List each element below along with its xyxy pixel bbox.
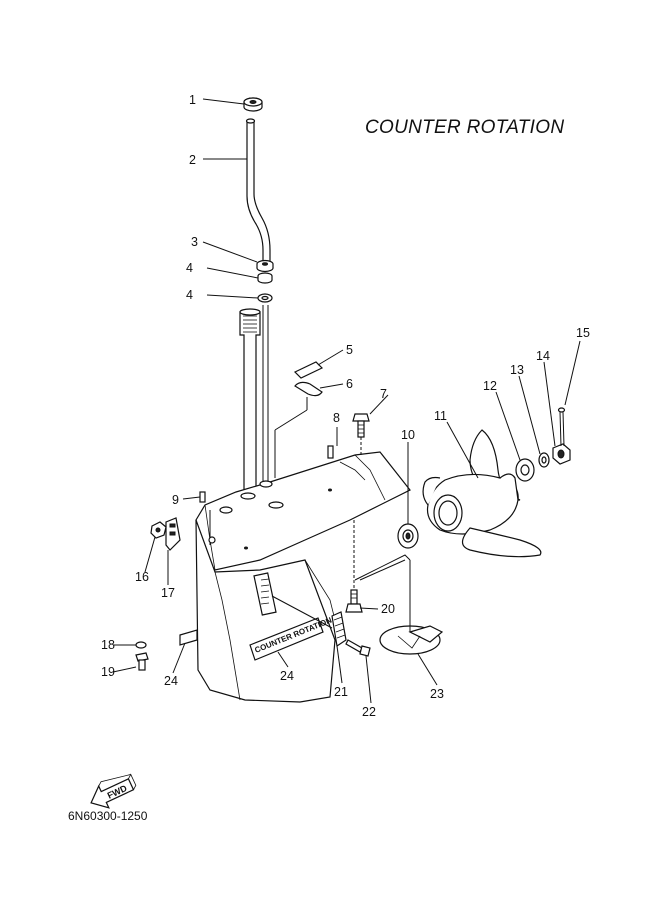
drive-shaft xyxy=(239,305,269,501)
callout-24-right: 24 xyxy=(280,669,294,683)
callout-2: 2 xyxy=(189,153,196,167)
callout-11: 17 xyxy=(161,586,175,600)
callout-23: 11 xyxy=(434,409,447,423)
callout-17: 4 xyxy=(186,261,193,275)
callout-4-left: 9 xyxy=(172,493,179,507)
keys-8-9 xyxy=(274,361,324,478)
callout-labels: 1 2 3 4 4 5 6 7 8 9 10 11 12 13 14 15 16… xyxy=(101,93,590,719)
cotter-pin-22 xyxy=(557,407,566,447)
callout-20: 13 xyxy=(510,363,524,377)
callout-4-upper: 8 xyxy=(333,411,340,425)
callout-5: 19 xyxy=(101,665,115,679)
callout-12: 22 xyxy=(362,705,376,719)
bolt-7 xyxy=(345,520,363,613)
screw-12 xyxy=(345,639,371,657)
callout-19: 12 xyxy=(483,379,497,393)
callout-14: 23 xyxy=(430,687,444,701)
callout-24-left: 24 xyxy=(164,674,178,688)
washer-20 xyxy=(538,452,550,468)
diagram-title: COUNTER ROTATION xyxy=(365,117,564,138)
callout-10: 21 xyxy=(334,685,348,699)
pin-4-left xyxy=(199,491,206,503)
callout-1: 3 xyxy=(191,235,198,249)
callout-6: 18 xyxy=(101,638,115,652)
nut-21 xyxy=(552,443,571,465)
trim-tab-14 xyxy=(379,560,444,655)
callout-3: 1 xyxy=(189,93,196,107)
pin-4-upper xyxy=(327,445,334,459)
callout-18: 10 xyxy=(401,428,415,442)
callout-16: 4 xyxy=(186,288,193,302)
leader-lines xyxy=(112,98,581,704)
washer-6 xyxy=(135,641,147,649)
callout-21: 14 xyxy=(536,349,550,363)
callout-22: 15 xyxy=(576,326,590,340)
callout-13: 16 xyxy=(135,570,149,584)
figure-code: 6N60300-1250 xyxy=(68,809,148,823)
callout-15: 7 xyxy=(380,387,387,401)
bracket-11 xyxy=(165,517,181,575)
nut-13 xyxy=(150,521,167,539)
lower-casing: COUNTER ROTATION xyxy=(179,451,411,703)
spacer-19 xyxy=(515,458,535,482)
anode-10 xyxy=(331,611,347,648)
propeller-23 xyxy=(422,429,542,558)
callout-7: 20 xyxy=(381,602,395,616)
thrust-washer-18 xyxy=(397,523,419,549)
bolt-15 xyxy=(352,413,370,455)
fwd-arrow-icon: FWD xyxy=(90,773,137,809)
shift-rod-assembly xyxy=(243,97,274,303)
callout-9: 5 xyxy=(346,343,353,357)
bolt-5 xyxy=(135,652,149,671)
callout-8: 6 xyxy=(346,377,353,391)
